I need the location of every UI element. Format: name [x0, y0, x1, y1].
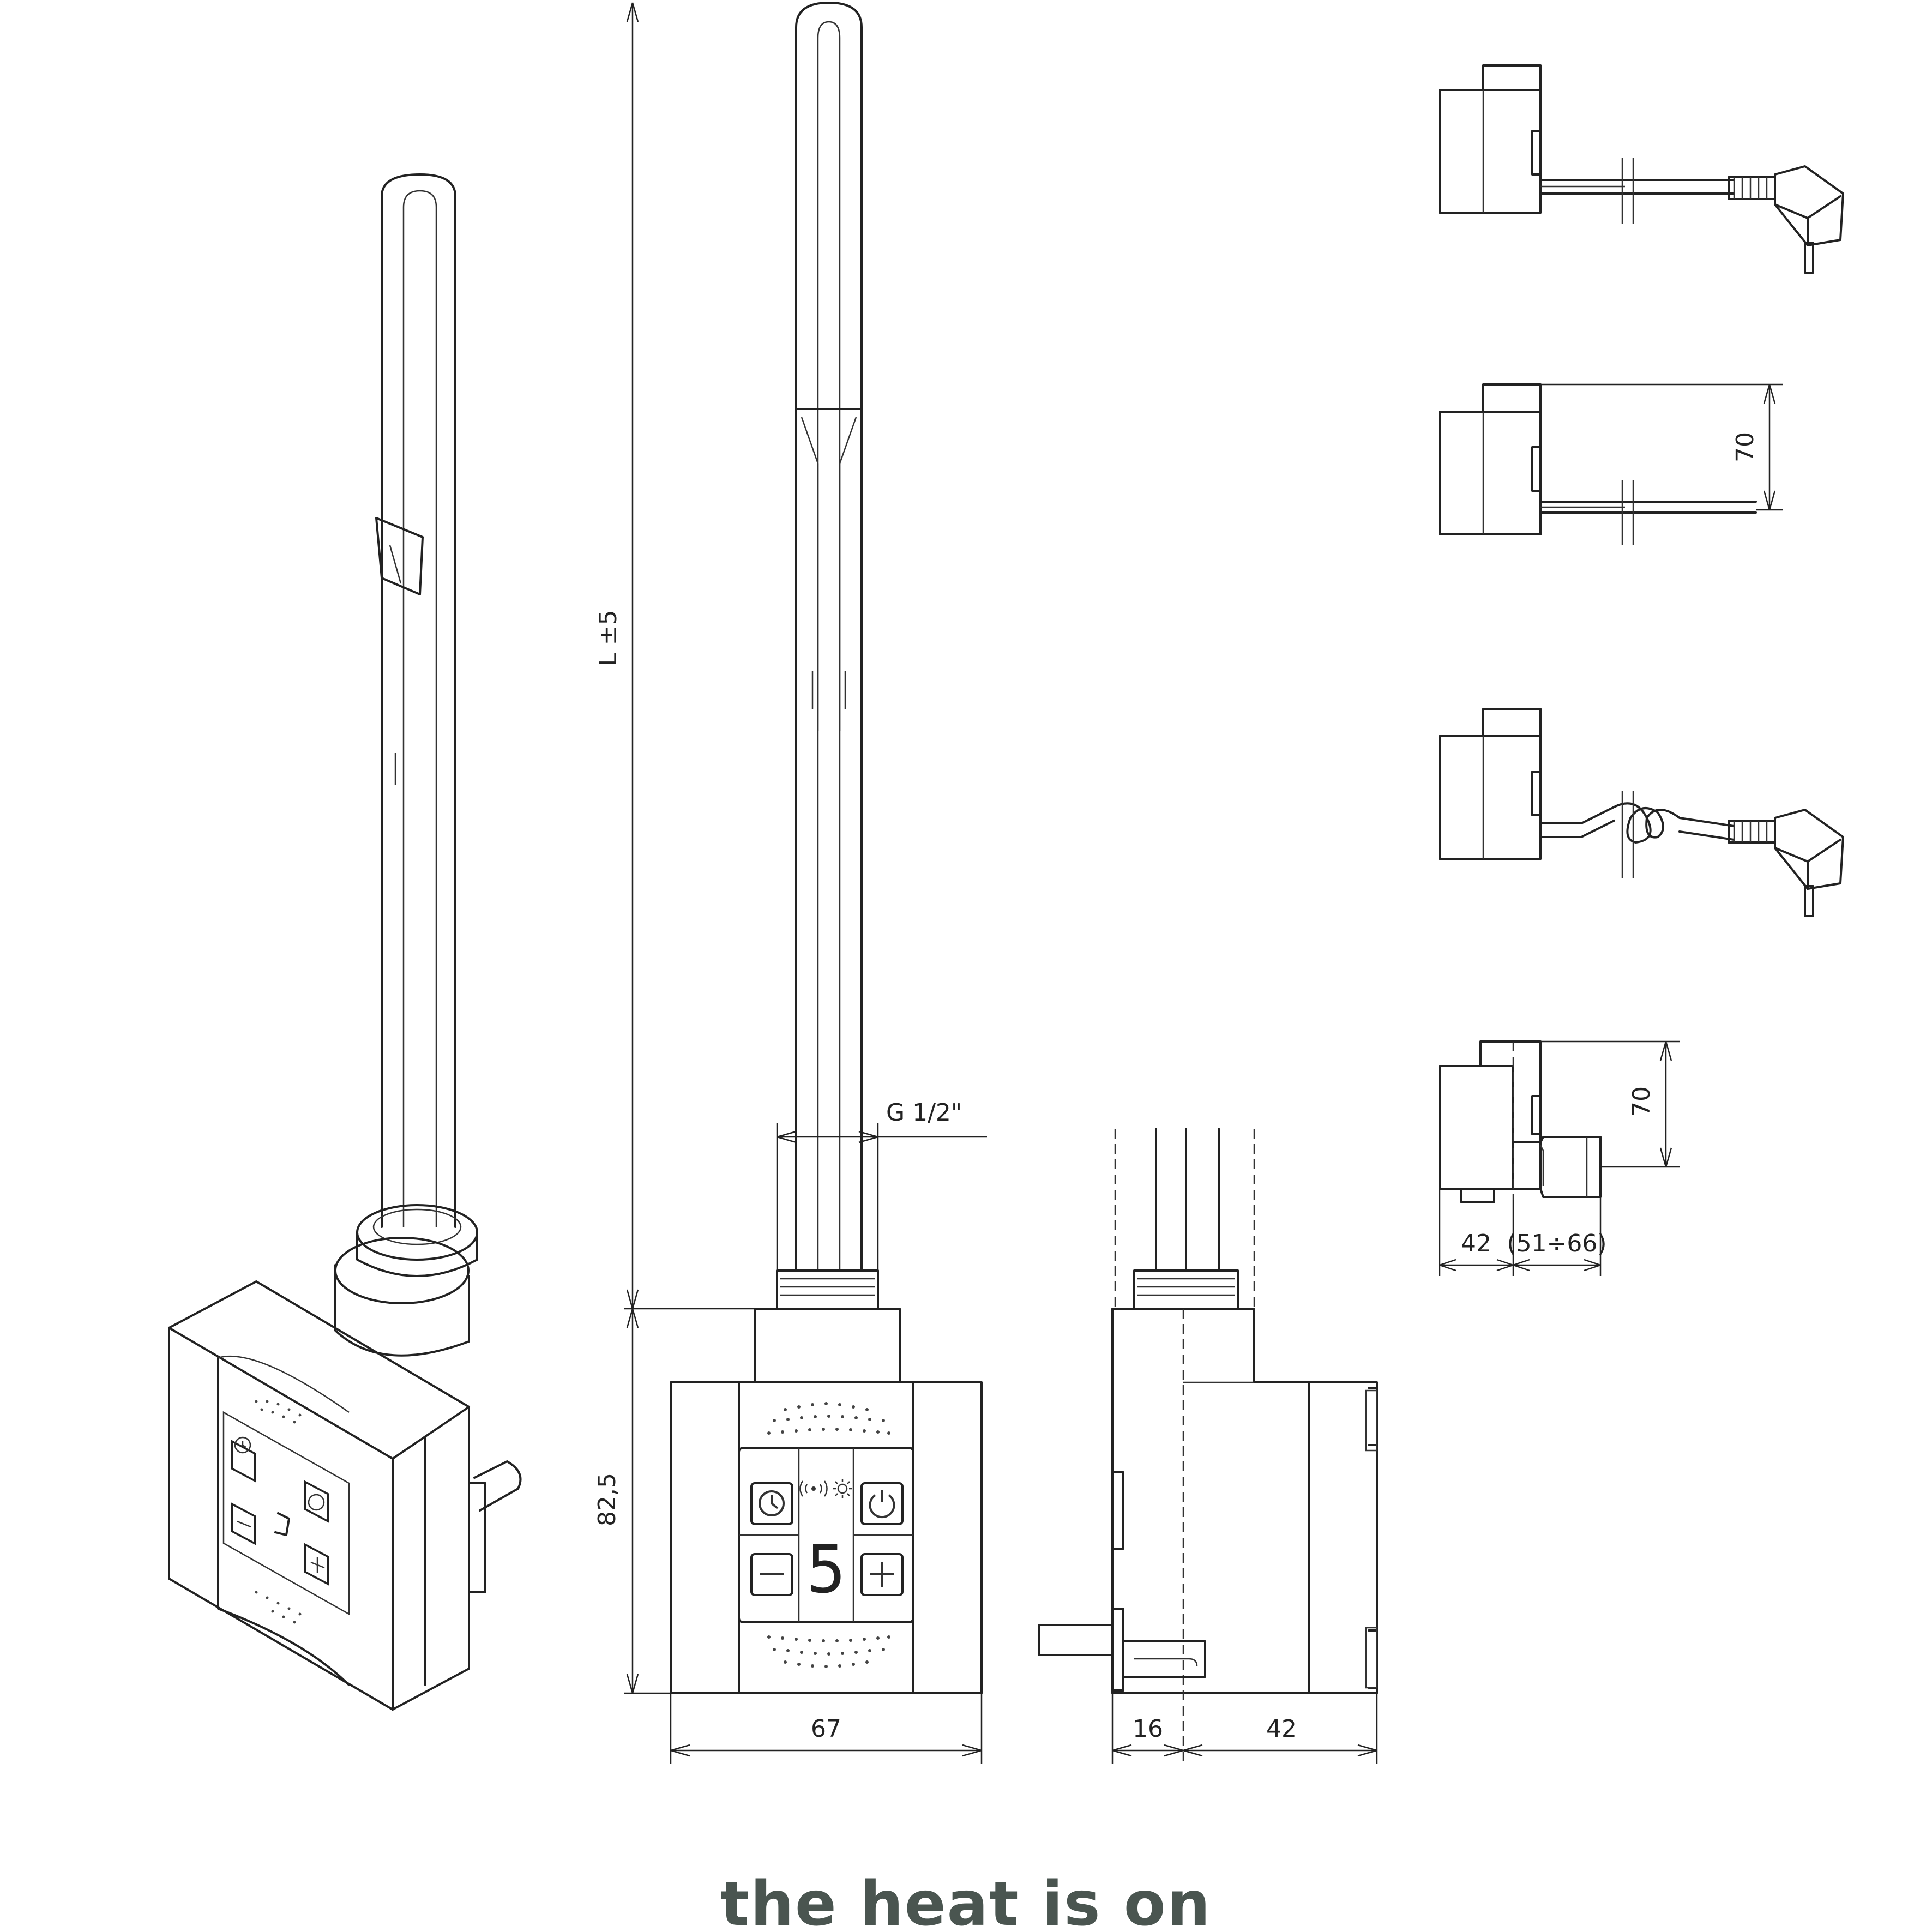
plus-icon [870, 1562, 894, 1587]
dim-height: 82,5 [593, 1473, 621, 1526]
plug-icon [1774, 165, 1844, 274]
variant-junction-box: 70 42 (51÷66) [1439, 1040, 1680, 1276]
dim-plug-range: (51÷66) [1507, 1230, 1606, 1257]
clock-icon [759, 1490, 785, 1516]
brand-logo: the heat is on [720, 1869, 1212, 1932]
iso-clock-icon [234, 1436, 251, 1454]
dim-plug-depth: 42 [1461, 1230, 1491, 1257]
sun-icon [833, 1479, 852, 1498]
front-control-box [670, 1381, 983, 1694]
brand-logo-text: the heat is on [720, 1869, 1212, 1932]
dim-width: 67 [811, 1715, 841, 1743]
front-speaker-dots [767, 1402, 890, 1668]
variant-straight-cable-plug [1439, 64, 1844, 274]
iso-control-box [168, 1280, 470, 1711]
variant-coiled-cable-plug [1439, 708, 1844, 917]
dim-side-left: 16 [1133, 1715, 1163, 1743]
dim-cable-height-a: 70 [1731, 432, 1759, 462]
iso-power-icon [308, 1494, 325, 1511]
wifi-icon [799, 1480, 828, 1497]
isometric-view [168, 173, 522, 1711]
iso-heating-rod [381, 173, 456, 1228]
dim-side-right: 42 [1266, 1715, 1297, 1743]
power-icon [869, 1490, 895, 1519]
front-heating-rod [795, 2, 863, 1272]
dim-thread: G 1/2" [886, 1099, 962, 1127]
dim-cable-height-b: 70 [1628, 1086, 1656, 1117]
variant-bare-wires: 70 [1439, 383, 1783, 545]
dim-length: L ±5 [594, 610, 622, 666]
front-view: 5 L ±5 82,5 G 1/2" 67 [593, 2, 987, 1764]
display-digit: 5 [806, 1532, 846, 1608]
power-button[interactable] [860, 1482, 904, 1525]
side-view: 16 42 [1038, 1128, 1378, 1767]
